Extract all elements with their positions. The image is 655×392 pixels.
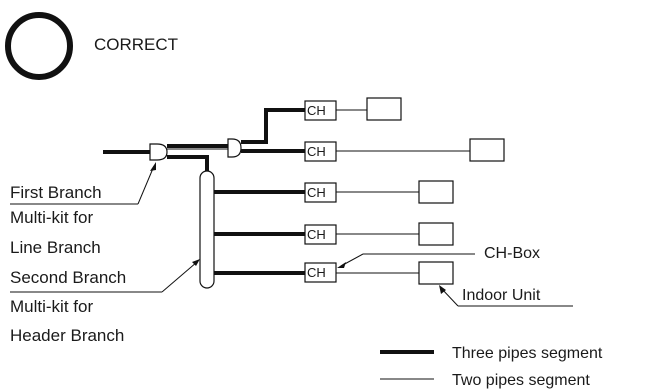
arrow-head-icon [337, 262, 346, 268]
svg-text:CH: CH [307, 144, 326, 159]
ch-box: CH [304, 224, 337, 245]
indoor-unit [418, 261, 454, 285]
ch-box: CH [304, 100, 337, 121]
ch-box-label: CH-Box [484, 245, 540, 262]
second-branch-leader-diag [161, 261, 198, 293]
multi-kit-header-label-2: Header Branch [10, 326, 124, 345]
ch-box: CH [304, 262, 337, 283]
arrow-head-icon [192, 259, 200, 266]
first-branch-label: First Branch [10, 183, 102, 202]
first-branch-leader-diag [137, 165, 155, 205]
correct-circle-icon [5, 12, 73, 80]
multi-kit-line-label-2: Line Branch [10, 238, 101, 257]
header-branch-multikit [199, 170, 215, 289]
line-branch-multikit-2 [227, 138, 242, 158]
pipe-to-ch-1 [241, 108, 305, 144]
arrow-head-icon [150, 162, 156, 171]
svg-text:CH: CH [307, 265, 326, 280]
indoor-unit [418, 222, 454, 246]
ch-box: CH [304, 141, 337, 162]
indoor-unit [366, 97, 402, 121]
legend-two-pipes-label: Two pipes segment [452, 372, 590, 389]
svg-text:CH: CH [307, 103, 326, 118]
arrow-head-icon [439, 285, 446, 294]
first-branch-multikit [149, 143, 168, 161]
legend-three-pipes-label: Three pipes segment [452, 345, 603, 362]
pipe-to-header [167, 155, 209, 174]
second-branch-label: Second Branch [10, 268, 126, 287]
multi-kit-header-label-1: Multi-kit for [10, 297, 93, 316]
status-label: CORRECT [94, 35, 178, 54]
ch-box: CH [304, 182, 337, 203]
multi-kit-line-label-1: Multi-kit for [10, 208, 93, 227]
indoor-unit [469, 138, 505, 162]
svg-text:CH: CH [307, 227, 326, 242]
indoor-unit-label: Indoor Unit [462, 287, 541, 304]
indoor-unit [418, 180, 454, 204]
svg-text:CH: CH [307, 185, 326, 200]
